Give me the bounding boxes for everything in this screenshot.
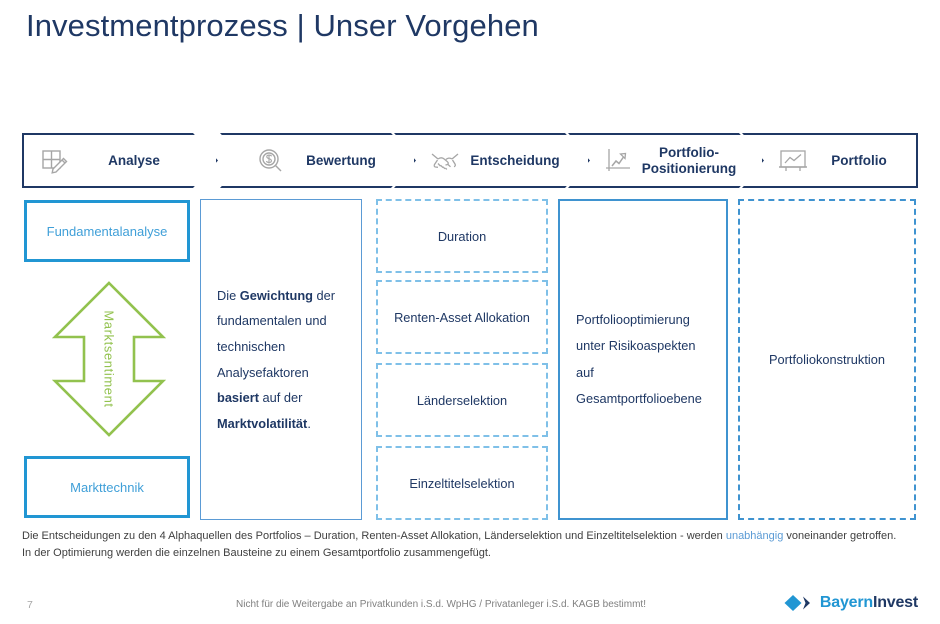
footnote: Die Entscheidungen zu den 4 Alphaquellen… [22,528,922,562]
box-label: Fundamentalanalyse [46,223,168,239]
marktsentiment-double-arrow: Marktsentiment [50,280,168,438]
magnifier-dollar-icon [254,145,288,177]
alpha-source-label: Einzeltitelselektion [409,475,515,491]
alpha-source-label: Länderselektion [416,392,508,408]
logo-text: BayernInvest [819,594,918,611]
arrow-label: Marktsentiment [101,310,117,408]
alpha-source-box[interactable]: Länderselektion [376,363,548,437]
portfolio-text: Portfoliokonstruktion [769,352,885,367]
page-title: Investmentprozess | Unser Vorgehen [26,8,539,43]
process-chevron-row: Analyse Bewertung [22,133,918,188]
footnote-line-1: Die Entscheidungen zu den 4 Alphaquellen… [22,530,897,542]
box-label: Markttechnik [70,479,144,495]
column-analyse-content: Fundamentalanalyse Marktsentiment Marktt… [22,197,192,522]
box-fundamentalanalyse[interactable]: Fundamentalanalyse [24,200,190,262]
presentation-chart-icon [776,145,810,177]
alpha-source-box[interactable]: Duration [376,199,548,273]
portfolio-positionierung-text: Portfoliooptimierung unter Risikoaspekte… [576,312,702,406]
logo-diamond-chevron-icon [784,595,810,611]
handshake-icon [428,145,462,177]
alpha-source-label: Duration [437,228,487,244]
process-step-label: Portfolio [831,152,887,168]
footnote-line-2: In der Optimierung werden die einzelnen … [22,547,491,560]
footnote-highlight: unabhängig [725,530,784,542]
alpha-source-box[interactable]: Einzeltitelselektion [376,446,548,520]
alpha-source-label: Renten-Asset Allokation [394,309,530,325]
bayern-invest-logo: BayernInvest [784,594,918,612]
box-markttechnik[interactable]: Markttechnik [24,456,190,518]
column-entscheidung-content: Duration Renten-Asset Allokation Länders… [376,197,548,522]
chart-pencil-icon [38,145,72,177]
alpha-source-box[interactable]: Renten-Asset Allokation [376,280,548,354]
process-step-portfolio-positionierung[interactable]: Portfolio-Positionierung [568,133,764,188]
process-step-bewertung[interactable]: Bewertung [220,133,416,188]
process-step-label: Bewertung [306,152,376,168]
bewertung-text: Die Gewichtung der fundamentalen und tec… [217,287,336,431]
process-step-portfolio[interactable]: Portfolio [742,133,918,188]
slide-footer: 7 Nicht für die Weitergabe an Privatkund… [0,590,940,624]
process-step-analyse[interactable]: Analyse [22,133,218,188]
rising-arrow-chart-icon [602,145,636,177]
process-step-label: Analyse [108,152,160,168]
column-bewertung-content[interactable]: Die Gewichtung der fundamentalen und tec… [200,199,362,520]
process-step-label: Entscheidung [470,152,560,168]
disclaimer-text: Nicht für die Weitergabe an Privatkunden… [236,599,646,610]
page-number: 7 [27,599,33,611]
process-body: Fundamentalanalyse Marktsentiment Marktt… [22,197,918,522]
column-portfolio-positionierung-content[interactable]: Portfoliooptimierung unter Risikoaspekte… [558,199,728,520]
column-portfolio-content[interactable]: Portfoliokonstruktion [738,199,916,520]
process-step-entscheidung[interactable]: Entscheidung [394,133,590,188]
process-step-label: Portfolio-Positionierung [641,144,737,176]
